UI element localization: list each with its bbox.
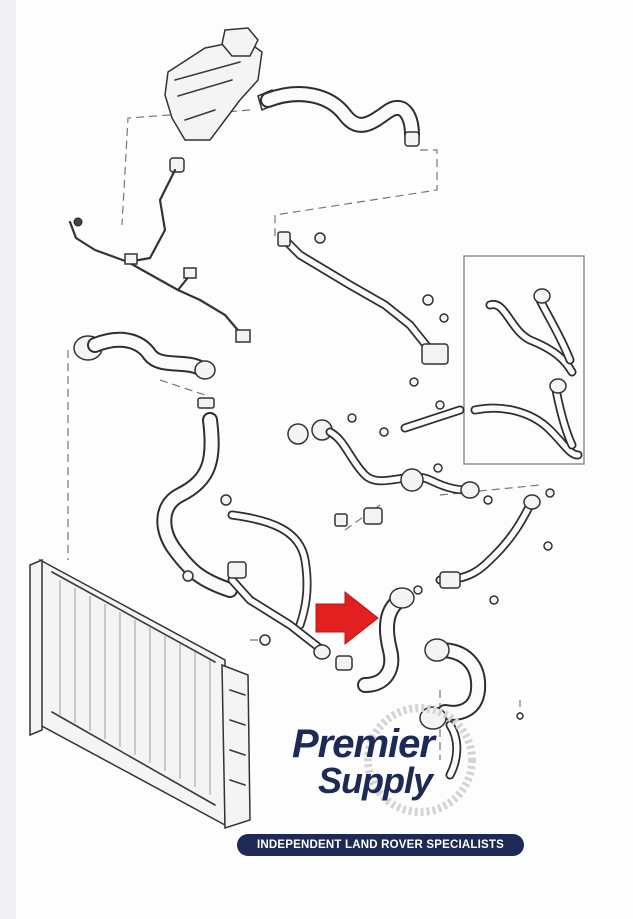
heater-pipe [277, 231, 449, 387]
outlet-housing [287, 413, 493, 527]
tank-outlet-hose [260, 86, 420, 147]
radiator [29, 558, 251, 830]
highlighted-hose [335, 587, 415, 693]
gear-ring-icon [364, 704, 476, 816]
radiator-lower-hose [156, 397, 238, 598]
radiator-upper-hose [73, 331, 216, 380]
thermostat-hose [413, 488, 555, 605]
logo-tagline-banner: INDEPENDENT LAND ROVER SPECIALISTS [237, 834, 524, 856]
left-margin-strip [0, 0, 16, 919]
logo-line-1: Premier [292, 722, 435, 766]
lower-right-hoses [419, 638, 524, 780]
sensor-harness [68, 168, 251, 343]
logo-tagline: INDEPENDENT LAND ROVER SPECIALISTS [256, 839, 505, 851]
logo-line-2: Supply [318, 760, 433, 801]
coolant-pipe [182, 561, 331, 660]
premier-supply-logo: Premier Supply [282, 722, 482, 812]
heater-hoses-box [379, 255, 585, 465]
bypass-hose [220, 494, 312, 630]
right-arrow-icon [315, 590, 379, 646]
expansion-tank [164, 27, 277, 173]
